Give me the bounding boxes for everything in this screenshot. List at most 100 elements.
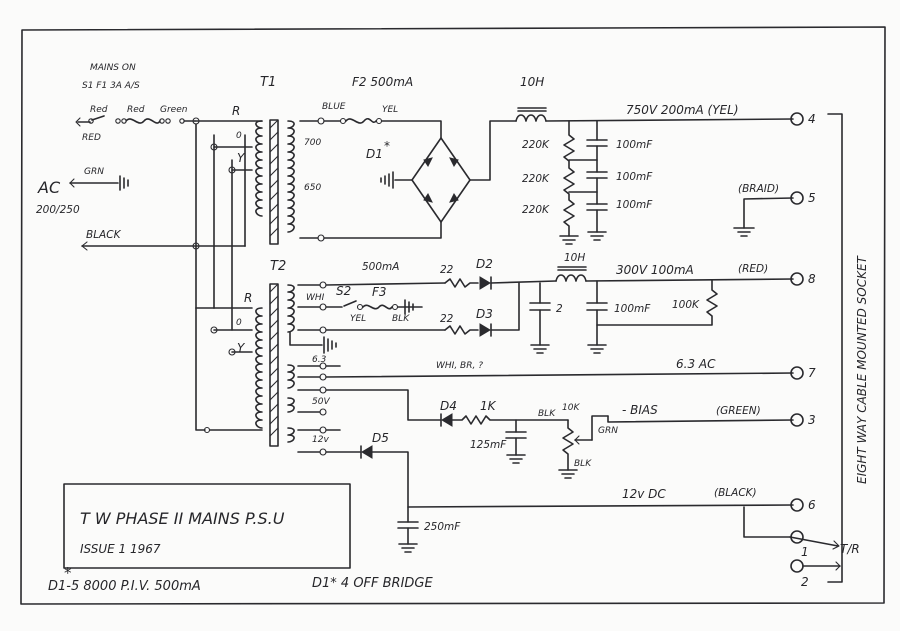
wire [297,365,321,453]
pin-label: 6 [808,498,816,512]
t1-0-label: 0 [236,131,242,141]
mv-current-label: 500mA [362,261,399,273]
bias-output-wire [607,415,794,423]
tap [319,448,327,456]
switch-parts-label: S1 F1 3A A/S [82,81,140,91]
tap [319,281,327,289]
potentiometer-10k [562,419,574,471]
ac-volts-label: 200/250 [36,204,80,216]
resistor-100k [596,279,718,326]
d1-star: * [384,139,390,153]
cap-125mf [505,431,527,439]
mv-rail [585,278,794,282]
diode-mark [423,157,433,167]
wire [371,451,409,523]
earth-arrow-head [69,178,75,188]
pin-label: 8 [808,272,816,286]
ground-symbol [587,344,607,354]
bias-blk1: BLK [538,409,556,419]
d4-label: D4 [440,399,457,413]
braid-wire [743,197,794,229]
tr-switch [789,536,839,547]
r-220k-a: 220K [522,139,550,151]
pin-label: 4 [808,112,816,126]
title-box [63,483,351,569]
heater-wire-label: WHI, BR, ? [436,361,483,371]
s2-label: S2 [336,284,351,298]
wire [490,280,557,284]
mv-out-label: 300V 100mA [616,263,694,277]
d5-label: D5 [372,431,389,445]
t1-tap-bottom [317,234,325,242]
primary-wiring: R 0 Y R 0 Y [192,104,263,434]
t1-secondary-winding [287,120,295,233]
mains-input: MAINS ON S1 F1 3A A/S Red Red Green RED … [36,63,196,251]
title-text: T W PHASE II MAINS P.S.U [80,509,285,528]
t2-label: T2 [270,259,286,274]
bridge-rectifier-d1 [411,137,471,223]
t50v-label: 50V [312,397,330,407]
note-diodes: D1-5 8000 P.I.V. 500mA [48,579,201,594]
wire-green: Green [160,105,188,115]
braid-label: (BRAID) [738,183,779,195]
fuse-f1 [125,118,161,124]
c-100mf-c: 100mF [616,199,653,211]
resistor-1k [451,415,569,425]
pin-label: 7 [808,366,816,380]
ground-symbol [530,344,550,354]
resistor-22-b [444,325,479,335]
socket-bracket [827,113,843,583]
socket-pin-2 [790,559,804,573]
ground-symbol [506,454,526,464]
d2-label: D2 [476,257,493,271]
r-220k-b: 220K [522,173,550,185]
dc12-black-label: (BLACK) [714,487,757,499]
earth-symbol [404,299,414,315]
t2-hv-winding [287,284,295,333]
fuse-f2 [345,117,377,124]
wire [195,307,206,431]
cap-100mf-a [586,139,608,147]
wire [568,159,598,193]
wire [297,284,321,331]
diode-d3 [479,323,491,337]
socket-pin-4 [790,112,804,126]
s2-yel-label: YEL [350,314,366,324]
f3-label: F3 [372,285,387,299]
s2-blk-label: BLK [392,314,410,324]
mv-section: 500mA 22 22 D2 D3 2 10H 300V 100 [325,252,794,354]
black-label: BLACK [86,229,122,241]
red-arrow-label: RED [82,133,101,143]
red-arrow-head [75,117,81,127]
note-star: * [64,564,72,582]
choke-10h [515,114,547,122]
f3-contact [391,303,399,311]
bias-green-label: (GREEN) [716,405,761,417]
f2-contact-b [375,117,383,125]
hv-rail [545,118,794,122]
bias-grn: GRN [598,426,618,436]
c125-label: 125mF [470,439,507,451]
heater-wire [325,372,794,378]
heater-circuit: WHI, BR, ? 6.3 AC [325,357,794,378]
socket-pin-6 [790,498,804,512]
earth-symbol [119,175,129,191]
f2-contact-a [339,117,347,125]
tap [319,373,327,381]
wire [325,282,446,286]
socket-pin-1 [790,530,804,544]
c250-label: 250mF [424,521,461,533]
wire-red-2: Red [127,105,145,115]
tap [319,426,327,434]
diode-mark [423,193,433,203]
socket-pin-7 [790,366,804,380]
ground-symbol [559,235,579,245]
diode-mark [449,157,459,167]
whi-label: WHI [306,293,325,303]
f1-contact-b [159,118,165,124]
s1-contact-b [115,118,121,124]
tr-wire [743,506,791,538]
cap-250mf [397,521,419,529]
pin-label: 1 [801,545,809,559]
